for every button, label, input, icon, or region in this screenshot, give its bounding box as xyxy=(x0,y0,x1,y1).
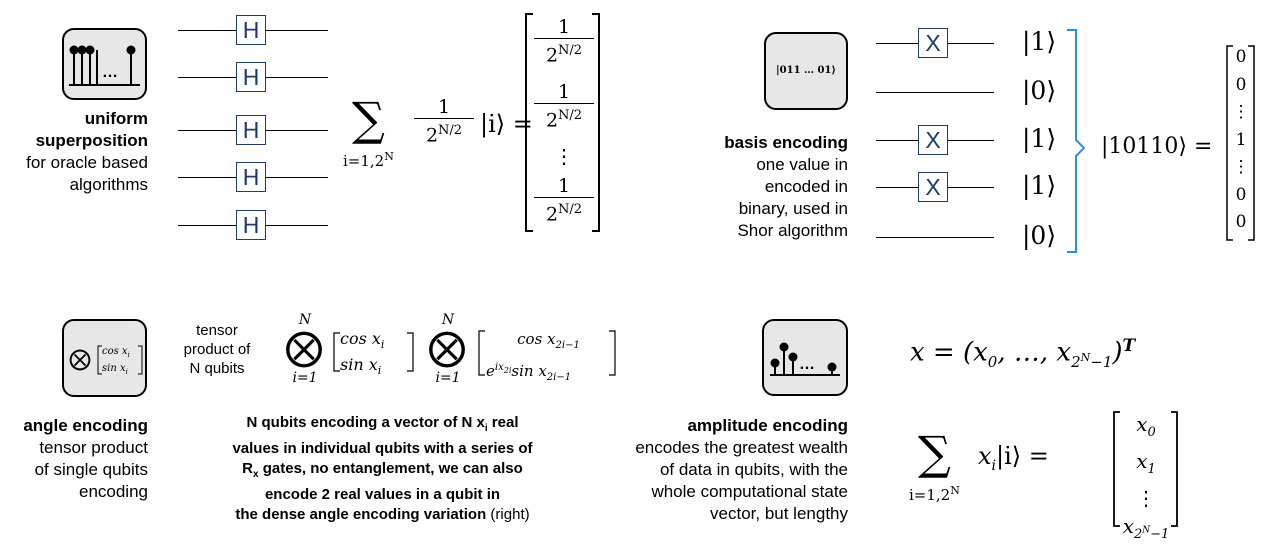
hadamard-gate[interactable]: H xyxy=(236,15,266,45)
basis-subtitle-line: binary, used in xyxy=(738,199,848,218)
hadamard-gate[interactable]: H xyxy=(236,62,266,92)
basis-vector-entry: 1 xyxy=(1235,129,1247,150)
product-bottom-label: i=1 xyxy=(292,370,318,386)
vector-entry: 1 2N/2 xyxy=(534,175,594,226)
amplitude-vector-entry: x2N−1 xyxy=(1122,514,1170,542)
uniform-subtitle: for oracle based algorithms xyxy=(26,153,148,194)
not-gate[interactable]: X xyxy=(918,172,948,202)
basis-vector-entry: ⋮ xyxy=(1232,157,1250,177)
hadamard-gate[interactable]: H xyxy=(236,162,266,192)
basis-brace xyxy=(1067,29,1086,253)
tensor-product-symbol: ⨂ xyxy=(285,325,323,369)
tensor-note: tensor product of N qubits xyxy=(183,322,251,377)
basis-vector: 0 0 ⋮ 1 ⋮ 0 0 xyxy=(1229,44,1253,237)
sum-symbol: ∑ xyxy=(918,426,951,480)
angle-subtitle-line: of single qubits xyxy=(34,460,148,479)
angle-encoding-icon: ⨂ cos xi sin xi xyxy=(62,319,147,397)
angle-subtitle-line: tensor product xyxy=(39,438,148,457)
basis-state: |10110⟩ = xyxy=(1101,134,1213,159)
angle-vector: cos xi sin xi xyxy=(340,329,385,378)
amplitude-subtitle-line: vector, but lengthy xyxy=(710,504,848,523)
qubit-ket: |0⟩ xyxy=(1022,76,1057,105)
qubit-ket: |1⟩ xyxy=(1022,124,1057,153)
amplitude-vector: x0 x1 ⋮ x2N−1 xyxy=(1116,410,1176,549)
angle-caption: angle encoding tensor product of single … xyxy=(0,415,148,503)
tensor-product-symbol: ⨂ xyxy=(428,325,466,369)
vector-vdots: ⋮ xyxy=(554,144,574,168)
svg-text:…: … xyxy=(799,356,815,373)
angle-subtitle-line: encoding xyxy=(78,482,148,501)
x-definition: x = (x0, …, x2N−1)T xyxy=(910,336,1136,371)
hadamard-gate[interactable]: H xyxy=(236,115,266,145)
basis-subtitle-line: Shor algorithm xyxy=(737,221,848,240)
product-top-label: N xyxy=(298,312,312,328)
amplitude-subtitle-line: encodes the greatest wealth xyxy=(635,438,848,457)
basis-icon-text: |011 … 01⟩ xyxy=(776,65,836,76)
qubit-ket: |1⟩ xyxy=(1022,27,1057,56)
basis-subtitle-line: one value in xyxy=(756,155,848,174)
qubit-ket: |0⟩ xyxy=(1022,221,1057,250)
vector-entry: 1 2N/2 xyxy=(534,81,594,132)
amplitude-vector-brackets xyxy=(1113,411,1178,527)
basis-vector-entry: ⋮ xyxy=(1232,102,1250,122)
amplitude-subtitle-line: of data in qubits, with the xyxy=(659,460,848,479)
vector-brackets xyxy=(525,13,600,232)
angle-description: N qubits encoding a vector of N xi real … xyxy=(232,414,533,523)
sum-symbol: ∑ xyxy=(352,92,385,146)
basis-title: basis encoding xyxy=(724,133,848,152)
not-gate[interactable]: X xyxy=(918,125,948,155)
basis-vector-entry: 0 xyxy=(1235,212,1247,232)
basis-encoding-icon: |011 … 01⟩ xyxy=(764,32,848,110)
hadamard-gate[interactable]: H xyxy=(236,210,266,240)
amplitude-vector-entry: x1 xyxy=(1136,449,1156,477)
coef-fraction: 1 2N/2 xyxy=(414,96,474,147)
amplitude-vector-entry: x0 xyxy=(1136,412,1156,440)
product-bottom-label: i=1 xyxy=(435,370,461,386)
amplitude-lollipop-icon: … xyxy=(770,342,840,376)
basis-subtitle-line: encoded in xyxy=(764,177,848,196)
basis-vector-entry: 0 xyxy=(1235,184,1247,205)
sum-term: xi|i⟩ = xyxy=(978,442,1049,474)
product-top-label: N xyxy=(441,312,455,328)
qubit-wire xyxy=(876,237,994,238)
vector-entry: 1 2N/2 xyxy=(534,16,594,67)
amplitude-subtitle-line: whole computational state xyxy=(651,482,848,501)
qubit-ket: |1⟩ xyxy=(1022,171,1057,200)
basis-vector-entry: 0 xyxy=(1235,74,1247,95)
amplitude-encoding-icon: … xyxy=(762,319,848,396)
ket-i: |i⟩ = xyxy=(480,110,533,138)
angle-icon-vector: cos xi sin xi xyxy=(102,346,130,376)
basis-vector-entry: 0 xyxy=(1235,47,1247,67)
not-gate[interactable]: X xyxy=(918,28,948,58)
amplitude-title: amplitude encoding xyxy=(687,416,848,435)
otimes-icon: ⨂ xyxy=(69,347,91,372)
uniform-caption: uniform superposition for oracle based a… xyxy=(0,108,148,196)
sum-index: i=1,2N xyxy=(909,484,960,504)
uniform-superposition-icon: … xyxy=(62,28,147,100)
sum-index: i=1,2N xyxy=(343,150,394,170)
svg-text:…: … xyxy=(102,64,118,81)
lollipop-icon: … xyxy=(69,45,140,86)
qubit-wire xyxy=(876,92,994,93)
dense-angle-vector: cos x2i−1 eix2isin x2i−1 xyxy=(486,330,580,383)
angle-title: angle encoding xyxy=(23,416,148,435)
uniform-title: uniform superposition xyxy=(35,109,148,150)
basis-caption: basis encoding one value in encoded in b… xyxy=(680,132,848,242)
amplitude-caption: amplitude encoding encodes the greatest … xyxy=(580,415,848,525)
basis-vector-brackets xyxy=(1226,45,1255,241)
amplitude-vector-entry: ⋮ xyxy=(1136,486,1156,510)
